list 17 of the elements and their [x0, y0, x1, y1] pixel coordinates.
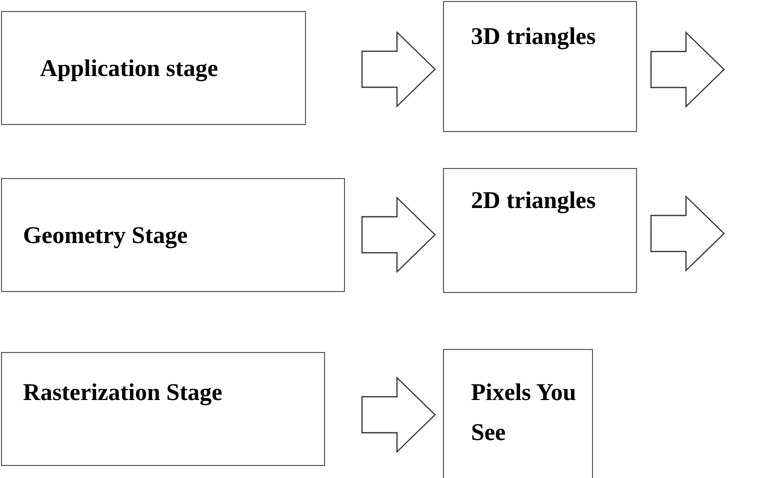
- stage-label: 3D triangles: [471, 23, 596, 52]
- stage-label: Pixels You See: [471, 379, 578, 448]
- block-arrow: [650, 195, 725, 272]
- process-box: [1, 352, 325, 466]
- process-box: [443, 1, 637, 132]
- block-arrow: [650, 31, 725, 108]
- process-box: [1, 178, 345, 292]
- stage-label: Geometry Stage: [23, 222, 188, 251]
- stage-label: 2D triangles: [471, 187, 596, 216]
- block-arrow: [361, 196, 436, 274]
- stage-label: Application stage: [40, 55, 218, 84]
- process-box: [1, 11, 306, 125]
- stage-label: Rasterization Stage: [23, 379, 222, 408]
- process-box: [443, 168, 637, 293]
- block-arrow: [361, 376, 436, 454]
- block-arrow: [361, 30, 436, 108]
- process-box: [443, 349, 593, 478]
